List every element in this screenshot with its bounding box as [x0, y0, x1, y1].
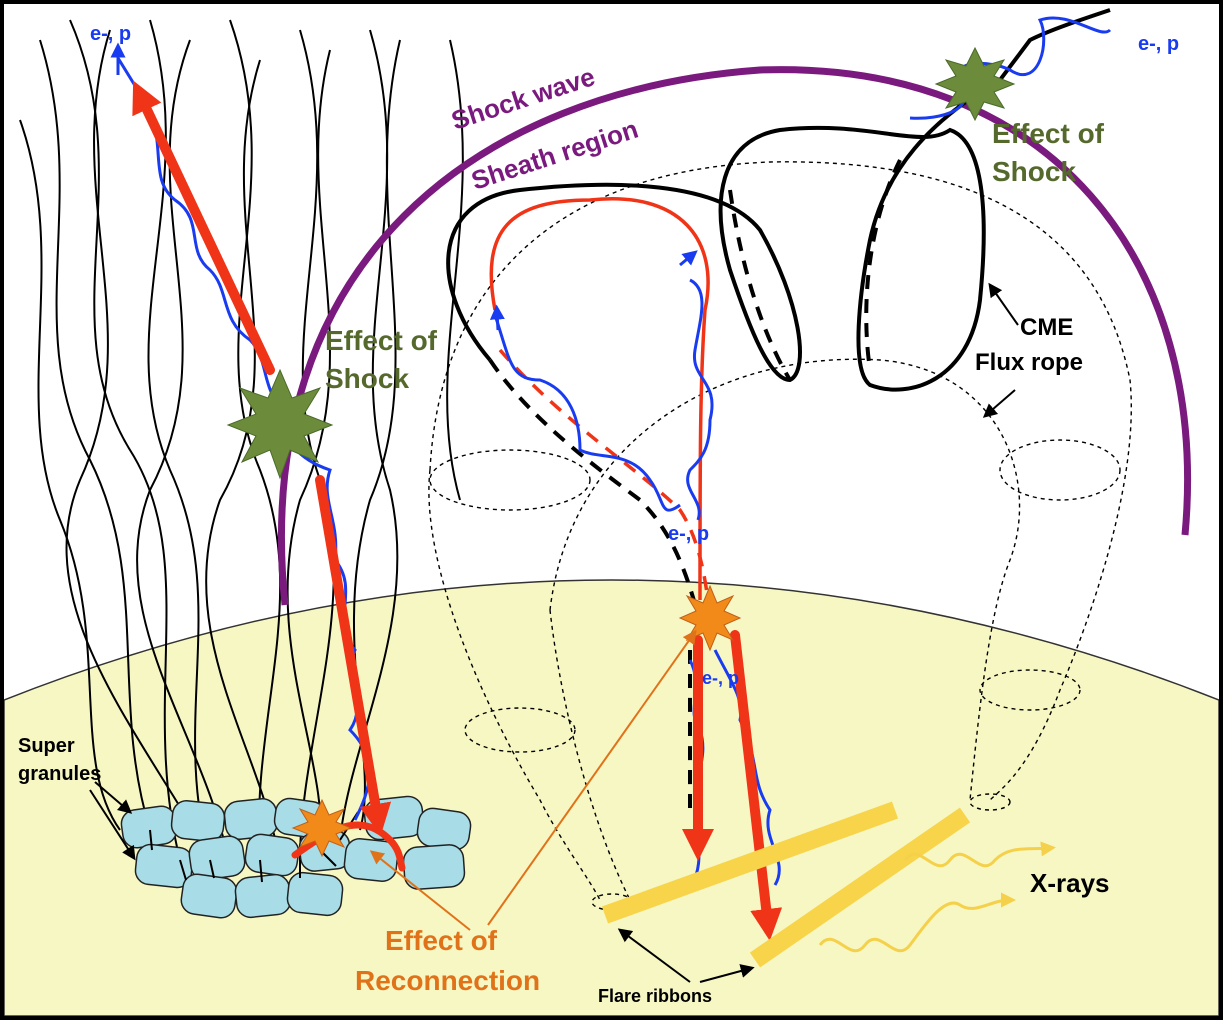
xrays-label: X-rays: [1030, 868, 1110, 898]
blue-arrow-loop-left: [497, 312, 498, 330]
particles-label-top-left: e-, p: [90, 23, 131, 45]
super-granules-label-line2: granules: [18, 763, 101, 785]
effect-of-shock-right-line2: Shock: [992, 156, 1076, 187]
cme-label-line1: CME: [1020, 314, 1073, 341]
reconnection-label-line2: Reconnection: [355, 965, 540, 996]
sun-surface: [4, 580, 1219, 1016]
reconnection-label-line1: Effect of: [385, 925, 498, 956]
effect-of-shock-left-line2: Shock: [325, 363, 409, 394]
particles-label-lower: e-, p: [702, 668, 739, 688]
particles-label-top-right: e-, p: [1138, 33, 1179, 55]
particles-label-center: e-, p: [668, 523, 709, 545]
cme-label-line2: Flux rope: [975, 349, 1083, 376]
flare-ribbons-label: Flare ribbons: [598, 986, 712, 1006]
super-granules-label-line1: Super: [18, 735, 75, 757]
effect-of-shock-left-line1: Effect of: [325, 325, 438, 356]
effect-of-shock-right-line1: Effect of: [992, 118, 1105, 149]
